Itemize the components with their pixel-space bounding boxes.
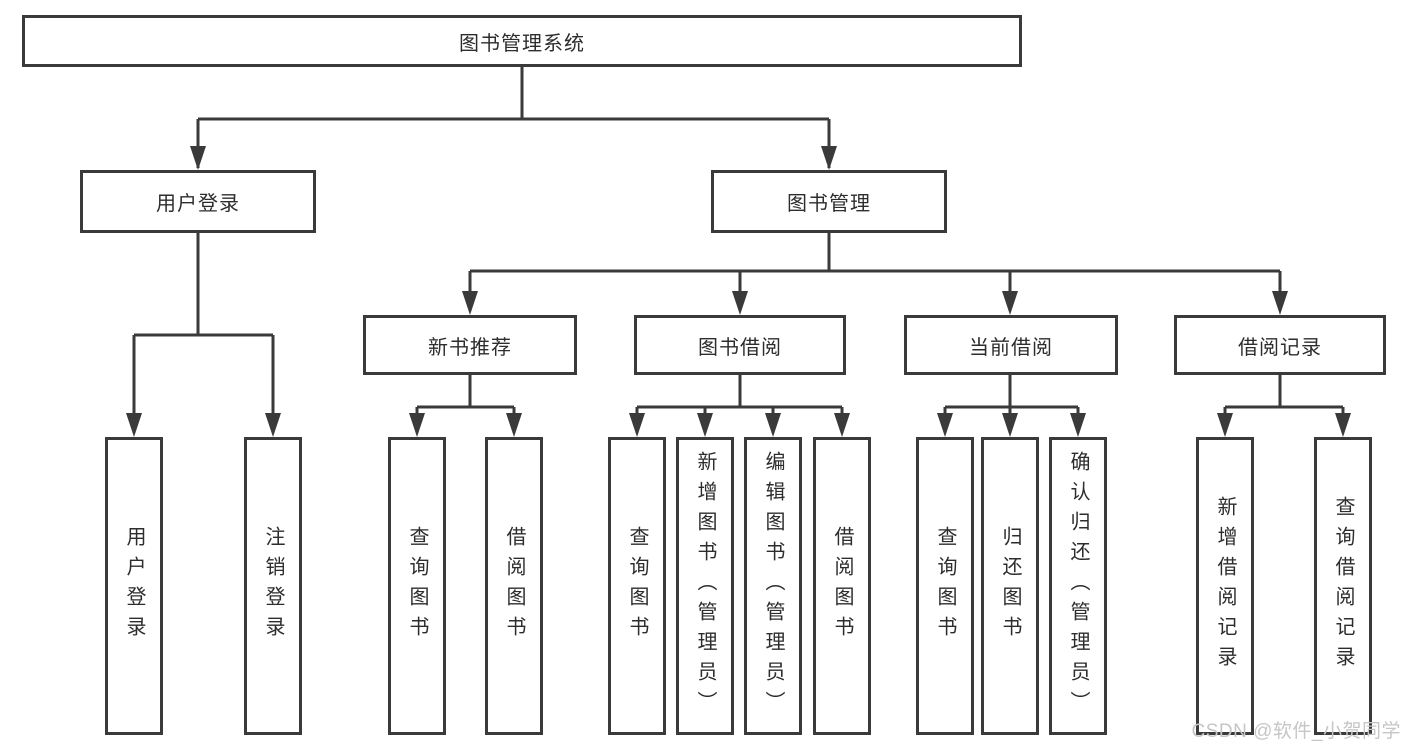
arrowhead [1217, 413, 1233, 437]
node-label: 图书借阅 [698, 336, 782, 359]
leaf-edit-book-admin: 编辑图书（管理员） [744, 437, 802, 735]
node-label: 用户登录 [156, 193, 240, 215]
arrowhead [126, 413, 142, 437]
node-label: 图书管理系统 [459, 32, 585, 55]
node-label: 当前借阅 [969, 336, 1053, 359]
node-label: 查询图书 [406, 526, 428, 646]
node-label: 查询图书 [934, 526, 956, 646]
leaf-logout: 注销登录 [244, 437, 302, 735]
connector-path [132, 67, 1345, 433]
leaf-query-borrow-record: 查询借阅记录 [1314, 437, 1372, 735]
node-label: 归还图书 [999, 526, 1021, 646]
node-label: 借阅图书 [503, 526, 525, 646]
node-label: 新书推荐 [428, 336, 512, 359]
leaf-return-book: 归还图书 [981, 437, 1039, 735]
node-label: 查询图书 [626, 526, 648, 646]
node-label: 借阅记录 [1238, 336, 1322, 359]
arrowhead [821, 146, 837, 170]
node-system-root: 图书管理系统 [22, 15, 1022, 67]
arrowhead [1002, 413, 1018, 437]
node-label: 图书管理 [787, 193, 871, 215]
arrowhead [1002, 291, 1018, 315]
arrowhead [190, 146, 206, 170]
leaf-query-book-2: 查询图书 [608, 437, 666, 735]
arrowhead [697, 413, 713, 437]
node-label: 借阅图书 [831, 526, 853, 646]
leaf-confirm-return-admin: 确认归还（管理员） [1049, 437, 1107, 735]
node-label: 新增借阅记录 [1214, 496, 1236, 676]
arrowhead [1335, 413, 1351, 437]
node-label: 编辑图书（管理员） [762, 451, 784, 721]
leaf-query-book-1: 查询图书 [388, 437, 446, 735]
arrowhead [937, 413, 953, 437]
node-new-book-recommend: 新书推荐 [363, 315, 577, 375]
node-borrow-records: 借阅记录 [1174, 315, 1386, 375]
arrowhead [462, 291, 478, 315]
node-label: 查询借阅记录 [1332, 496, 1354, 676]
watermark: CSDN @软件_小贺同学 [1191, 721, 1401, 742]
node-label: 新增图书（管理员） [694, 451, 716, 721]
arrowhead [732, 291, 748, 315]
arrowhead [765, 413, 781, 437]
arrowhead [506, 413, 522, 437]
leaf-add-borrow-record: 新增借阅记录 [1196, 437, 1254, 735]
node-book-management: 图书管理 [711, 170, 947, 233]
leaf-user-login: 用户登录 [105, 437, 163, 735]
arrowhead [1272, 291, 1288, 315]
leaf-query-book-3: 查询图书 [916, 437, 974, 735]
node-label: 确认归还（管理员） [1067, 451, 1089, 721]
node-user-login: 用户登录 [80, 170, 316, 233]
arrowhead [1070, 413, 1086, 437]
node-label: 注销登录 [262, 526, 284, 646]
arrowhead [409, 413, 425, 437]
arrowhead [265, 413, 281, 437]
node-current-borrow: 当前借阅 [904, 315, 1118, 375]
leaf-add-book-admin: 新增图书（管理员） [676, 437, 734, 735]
node-label: 用户登录 [123, 526, 145, 646]
node-book-borrow: 图书借阅 [634, 315, 846, 375]
arrowhead [629, 413, 645, 437]
leaf-borrow-book-1: 借阅图书 [485, 437, 543, 735]
arrowhead [834, 413, 850, 437]
leaf-borrow-book-2: 借阅图书 [813, 437, 871, 735]
